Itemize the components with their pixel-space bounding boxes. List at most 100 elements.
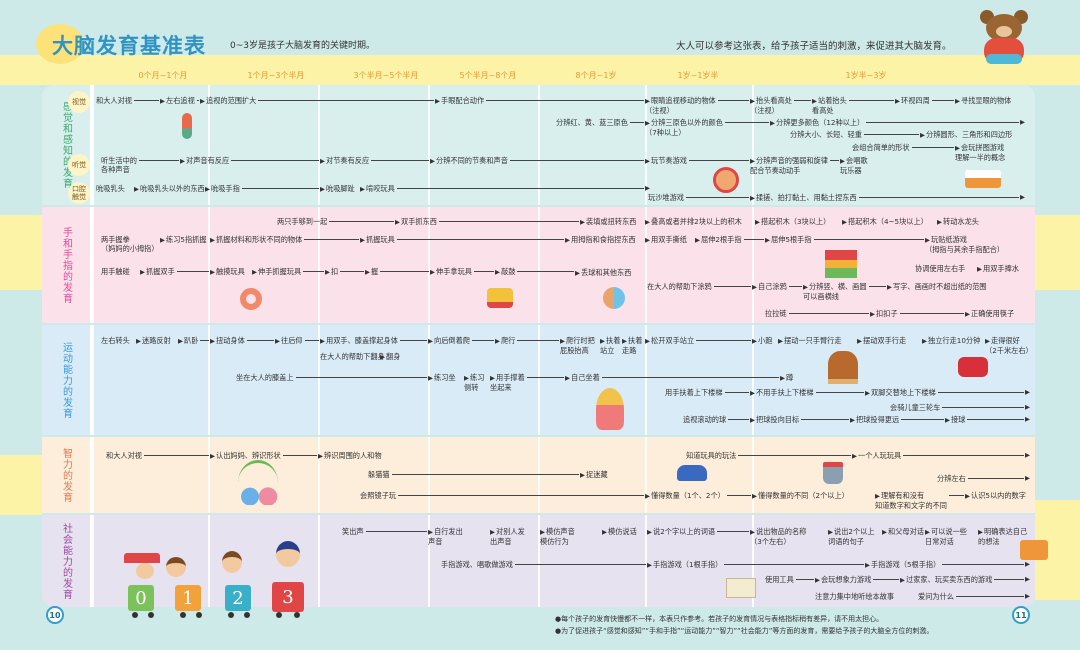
connector-line [400, 340, 427, 341]
connector-line [517, 271, 574, 272]
milestone-item: 躲猫猫 [368, 470, 390, 479]
milestone-item: 笑出声 [342, 527, 364, 536]
section-label: 感觉和感知的发育 [42, 85, 92, 205]
milestone-item: 小跑 [752, 336, 772, 346]
connector-line [942, 564, 1024, 565]
milestone-item: 独立行走10分钟 [922, 336, 980, 346]
wheel [132, 612, 138, 618]
milestone-item: 用手扶着上下楼梯 [665, 388, 723, 397]
milestone-item: 抓握玩具 [360, 235, 395, 245]
milestone-item: 搭起积木（3块以上） [755, 217, 830, 227]
milestone-item: 拉拉链 [765, 309, 787, 318]
connector-line [873, 579, 899, 580]
column-divider [645, 515, 647, 607]
column-divider [538, 325, 540, 435]
milestone-item: 过家家、玩买卖东西的游戏 [900, 575, 992, 585]
milestone-item: 认出妈妈、辨识形状 [210, 451, 281, 461]
column-divider [318, 207, 320, 323]
milestone-item: 触摸玩具 [210, 267, 245, 277]
arrow-end-icon: ▶ [645, 184, 650, 192]
column-divider [538, 207, 540, 323]
milestone-item: 理解有和没有 知道数字和文字的不同 [875, 491, 947, 510]
milestone-item: 用拇指和食指捏东西 [565, 235, 636, 245]
train-car-1: 1 [175, 585, 201, 611]
milestone-item: 写字、画画时不超出纸的范围 [887, 282, 986, 292]
milestone-item: 搭起积木（4~5块以上） [842, 217, 928, 227]
connector-line [816, 392, 864, 393]
connector-line [789, 313, 869, 314]
milestone-item: 分辨三原色以外的颜色 （7种以上） [645, 118, 723, 137]
wheel [244, 612, 250, 618]
milestone-item: 和大人对视 [106, 451, 142, 460]
section-label-text: 感觉和感知的发育 [60, 101, 72, 189]
milestone-item: 懂得数量（1个、2个） [645, 491, 725, 501]
connector-line [247, 340, 274, 341]
connector-line [527, 377, 564, 378]
milestone-item: 自行发出 声音 [428, 527, 463, 546]
milestone-item: 接球 [945, 415, 965, 425]
wheel [196, 612, 202, 618]
milestone-item: 扶着 走路 [622, 336, 642, 355]
section-label: 社会能力的发育 [42, 515, 92, 607]
side-band [0, 215, 42, 290]
column-divider [752, 207, 754, 323]
bucket-icon [823, 462, 843, 484]
milestone-item: 练习5指抓握 [160, 235, 207, 245]
milestone-item: 爬行 [495, 336, 515, 346]
milestone-item: 翻身 [380, 352, 400, 362]
milestone-item: 迷路反射 [136, 336, 171, 346]
milestone-item: 抓握双手 [140, 267, 175, 277]
connector-line [439, 221, 579, 222]
milestone-item: 追视的范围扩大 [200, 96, 256, 106]
milestone-item: 分辨不同的节奏和声音 [430, 156, 508, 166]
connector-line [177, 271, 209, 272]
section-label: 运动能力的发育 [42, 325, 92, 435]
connector-line [696, 340, 751, 341]
milestone-item: 扣 [325, 267, 338, 277]
arrow-end-icon: ▶ [1025, 575, 1030, 583]
milestone-item: 模仿声音 模仿行为 [540, 527, 575, 546]
section-label: 手和手指的发育 [42, 207, 92, 323]
milestone-item: 和父母对话 [882, 527, 924, 537]
teddy-bear-icon [978, 10, 1030, 68]
milestone-item: 分辨左右 [937, 474, 966, 483]
column-divider [752, 515, 754, 607]
milestone-item: 追视滚动的球 [683, 415, 727, 424]
connector-line [901, 419, 944, 420]
milestone-item: 会照镜子玩 [360, 491, 396, 500]
footnote: ●每个孩子的发育快慢都不一样，本表只作参考。若孩子的发育情况与表格指标稍有差异，… [555, 615, 884, 623]
train-car-3: 3 [272, 582, 304, 612]
milestone-item: 会玩想象力游戏 [815, 575, 871, 585]
milestone-item: 抬头看高处 （注视） [750, 96, 792, 115]
milestone-item: 丢球和其他东西 [575, 268, 631, 278]
connector-line [942, 407, 1024, 408]
milestone-item: 自己涂鸦 [752, 282, 787, 292]
milestone-item: 用手触碰 [101, 267, 130, 276]
milestone-item: 一个人玩玩具 [852, 451, 901, 461]
milestone-item: 使用工具 [765, 575, 794, 584]
drum-icon [713, 167, 739, 193]
milestone-item: 扣扣子 [870, 309, 898, 319]
milestone-item: 注意力集中地听绘本故事 [815, 592, 895, 601]
column-divider [208, 515, 210, 607]
connector-line [144, 455, 209, 456]
column-divider [645, 437, 647, 513]
milestone-item: 说出2个以上 词语的句子 [828, 527, 875, 546]
column-divider [538, 85, 540, 205]
month-header: 3个半月~5个半月 [353, 71, 419, 80]
connector-line [517, 340, 559, 341]
side-band [1035, 215, 1080, 290]
milestone-item: 揉搓、拍打黏土、用黏土捏东西 [750, 193, 857, 203]
wheel [148, 612, 154, 618]
column-divider [318, 85, 320, 205]
milestone-item: 左右追视 [160, 96, 195, 106]
milestone-item: 坐在大人的膝盖上 [236, 373, 294, 382]
column-divider [752, 437, 754, 513]
milestone-item: 扶着 站立 [600, 336, 620, 355]
connector-line [686, 197, 749, 198]
milestone-item: 协调使用左右手 [915, 264, 966, 273]
wheel [228, 612, 234, 618]
arrow-end-icon: ▶ [1020, 193, 1025, 201]
milestone-item: 正确使用筷子 [965, 309, 1014, 319]
arrow-end-icon: ▶ [1025, 451, 1030, 459]
